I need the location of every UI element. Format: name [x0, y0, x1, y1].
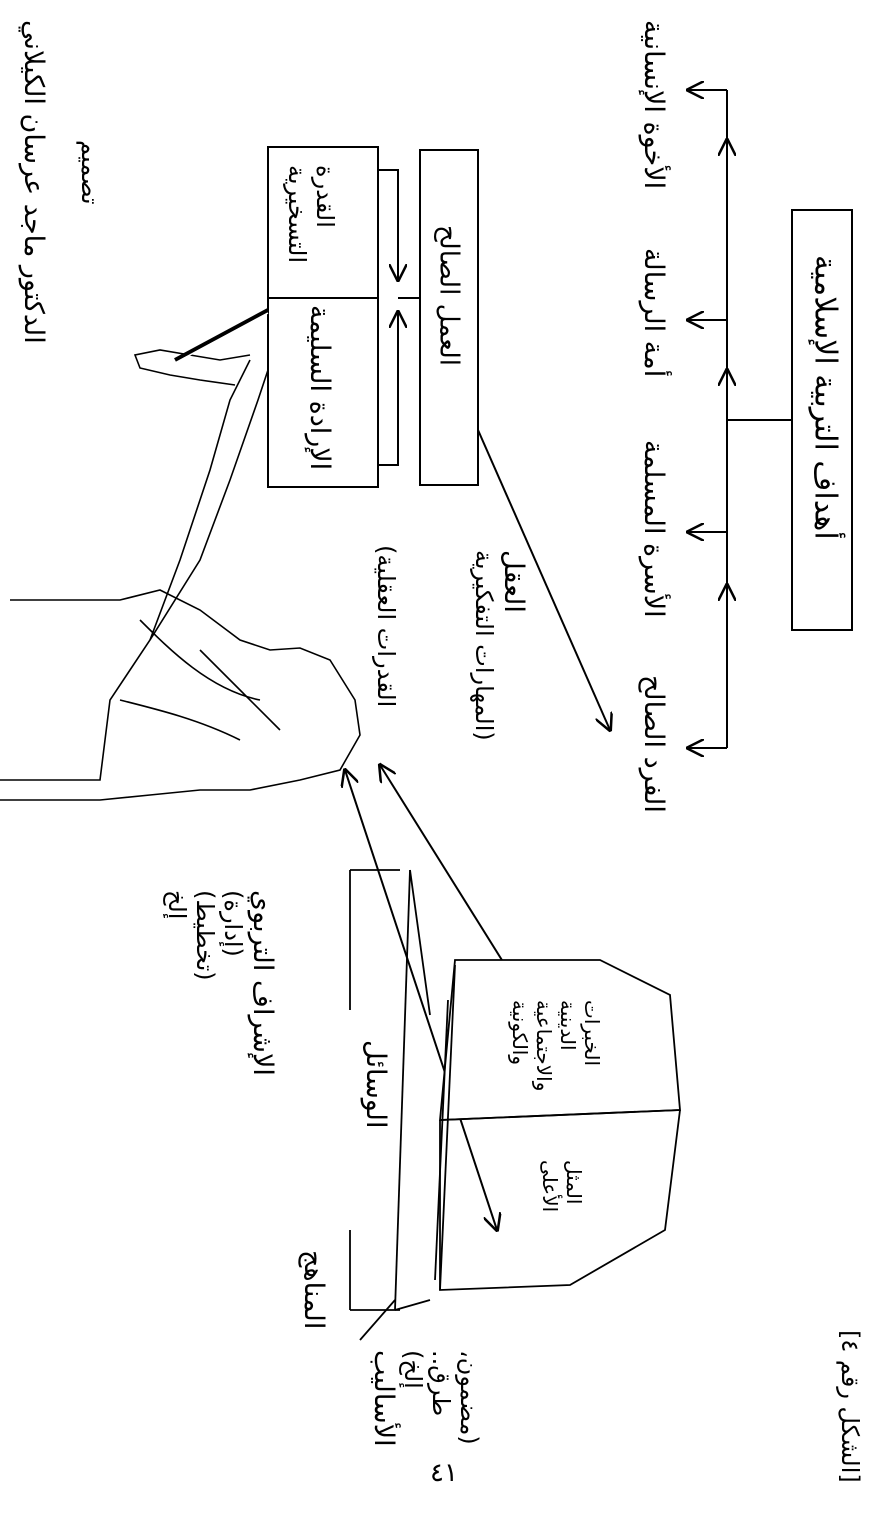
supervision-title: الإشراف التربوي — [249, 890, 276, 1076]
mind-line-2: (المهارات التفكيرية — [472, 550, 496, 741]
methods-ways: طرق.. — [429, 1350, 453, 1416]
experiences-line-4: والكونية — [510, 1000, 530, 1065]
methods-title: الأساليب — [370, 1350, 397, 1447]
methods-etc: إلخ) — [401, 1350, 425, 1389]
will-bracket — [378, 312, 398, 465]
pointer-stick — [175, 310, 268, 360]
ideal-line-2: الأعلى — [540, 1160, 560, 1212]
supervision-planning: (تخطيط) — [193, 890, 217, 981]
ideal-label: المثل الأعلى — [540, 1160, 584, 1212]
mind-line-1: العقل — [500, 550, 527, 613]
good-work-label: العمل الصالح — [432, 225, 465, 366]
ability-line-1: القدرة — [313, 165, 337, 228]
goal-label-brotherhood: الأخوة الإنسانية — [640, 20, 667, 189]
means-label: الوسائل — [362, 1040, 389, 1129]
experiences-line-2: الدينية — [558, 1000, 578, 1051]
book-on-table — [350, 870, 680, 1340]
ability-bracket — [378, 170, 398, 280]
experiences-line-3: والاجتماعية — [534, 1000, 554, 1091]
goal-label-family: الأسرة المسلمة — [640, 440, 667, 618]
goal-label-nation: أمة الرسالة — [640, 248, 667, 377]
goals-root-label: أهداف التربية الإسلامية — [806, 255, 844, 540]
supervision-admin: (إدارة) — [221, 890, 245, 957]
supervision-etc: إلخ — [165, 890, 189, 919]
experiences-line-1: الخبرات — [582, 1000, 602, 1066]
experiences-label: الخبرات الدينية والاجتماعية والكونية — [510, 1000, 602, 1091]
goal-label-individual: الفرد الصالح — [640, 675, 667, 813]
ability-label: القدرة التسخيرية — [285, 165, 337, 263]
designer-name: الدكتور ماجد عرسان الكيلاني — [20, 20, 47, 344]
will-label: الإرادة السليمة — [306, 305, 333, 470]
figure-caption: [الشكل رقم ٤] — [838, 1330, 862, 1483]
ideal-line-1: المثل — [564, 1160, 584, 1204]
mind-line-3: القدرات العقلية) — [374, 545, 398, 707]
mind-label: العقل (المهارات التفكيرية — [472, 550, 527, 741]
methods-label: (مضمون، طرق.. إلخ) الأساليب — [370, 1350, 481, 1447]
ability-line-2: التسخيرية — [285, 165, 309, 263]
page-number: ٤١ — [430, 1458, 458, 1488]
curricula-label: المناهج — [300, 1250, 327, 1329]
design-credit-label: تصميم — [78, 140, 102, 205]
methods-content: (مضمون، — [457, 1350, 481, 1445]
supervision-label: الإشراف التربوي (إدارة) (تخطيط) إلخ — [165, 890, 276, 1076]
